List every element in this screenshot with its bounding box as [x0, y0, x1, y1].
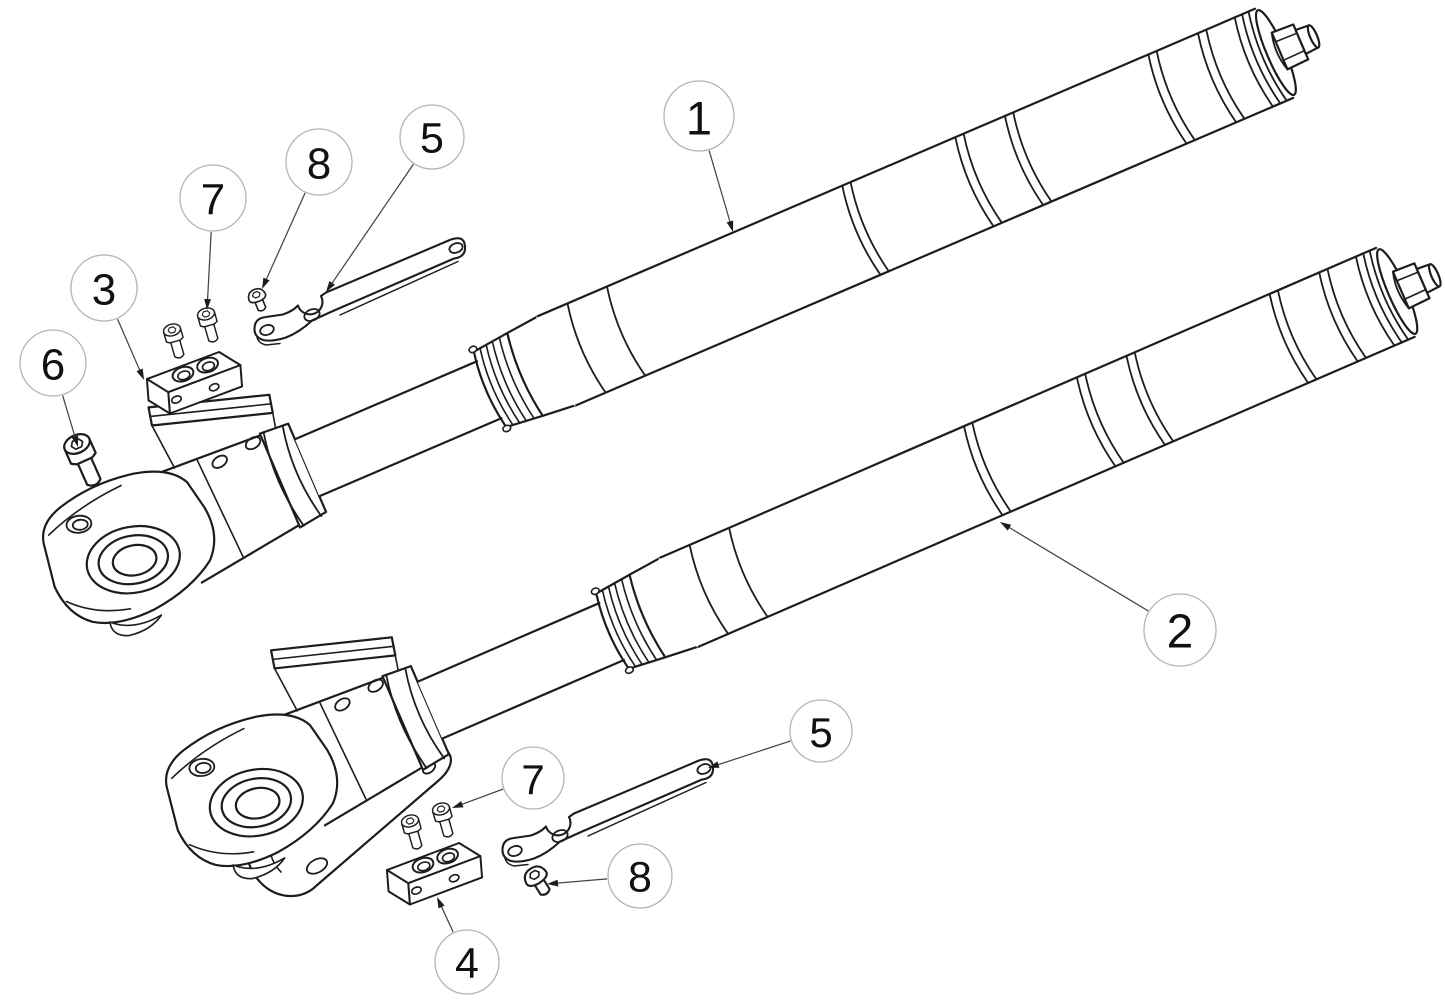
leader-line	[438, 902, 454, 933]
leader-arrowhead	[262, 277, 270, 289]
leader-arrowhead	[71, 435, 79, 447]
leader-line	[116, 318, 143, 375]
callout-number: 5	[420, 115, 444, 163]
cap-screw-lower-right	[430, 800, 458, 840]
callout-balloon[interactable]	[789, 699, 853, 763]
callout-balloon[interactable]	[663, 80, 735, 152]
leader-line	[1004, 524, 1149, 612]
pinch-bolt-screw	[59, 429, 109, 492]
leader-line	[708, 150, 732, 227]
callout-number: 7	[521, 756, 544, 803]
callout-balloon[interactable]	[179, 164, 247, 232]
callout-number: 8	[628, 854, 652, 902]
callout-balloon[interactable]	[399, 104, 465, 170]
callout-6[interactable]: 6	[19, 329, 87, 447]
callout-number: 6	[41, 340, 65, 389]
leader-arrowhead	[136, 368, 144, 380]
leader-arrowhead	[452, 800, 464, 808]
callout-balloon[interactable]	[501, 746, 565, 810]
callout-7-upper[interactable]: 7	[179, 164, 247, 310]
leader-line	[328, 163, 414, 288]
callout-8-upper[interactable]: 8	[262, 128, 353, 289]
callout-balloon[interactable]	[285, 128, 353, 196]
callout-layer: 1 2 3 4 5 5 6 7 7 8 8	[19, 80, 1217, 995]
callout-balloon[interactable]	[1143, 593, 1217, 667]
callout-2[interactable]: 2	[1000, 522, 1217, 667]
leader-arrowhead	[326, 281, 336, 292]
callout-number: 3	[92, 265, 116, 314]
leader-line	[552, 878, 608, 885]
leader-line	[62, 395, 77, 442]
callout-balloon[interactable]	[434, 929, 500, 995]
callout-number: 1	[686, 91, 712, 144]
callout-3[interactable]: 3	[70, 254, 144, 380]
callout-number: 2	[1167, 605, 1194, 658]
callout-balloon[interactable]	[70, 254, 138, 322]
leader-arrowhead	[708, 761, 720, 768]
callout-5-upper[interactable]: 5	[326, 104, 465, 292]
leader-line	[713, 740, 791, 767]
callout-balloon[interactable]	[607, 843, 673, 909]
cap-screw-lower-left	[399, 812, 427, 852]
leader-arrowhead	[726, 220, 734, 232]
leader-line	[457, 788, 504, 807]
leader-line	[206, 231, 212, 305]
callout-balloon[interactable]	[19, 329, 87, 397]
callout-number: 4	[455, 940, 479, 988]
callout-1[interactable]: 1	[663, 80, 735, 232]
button-screw-lower	[519, 861, 558, 901]
callout-number: 8	[307, 139, 331, 188]
cap-screw-upper-right	[195, 305, 223, 345]
cap-screw-upper-left	[161, 321, 189, 361]
button-screw-upper	[245, 285, 272, 315]
callout-4[interactable]: 4	[434, 897, 500, 995]
leader-arrowhead	[437, 897, 445, 909]
callout-8-lower[interactable]: 8	[547, 843, 673, 909]
clamp-block-lower	[385, 842, 484, 906]
callout-5-lower[interactable]: 5	[708, 699, 853, 768]
leader-line	[263, 192, 306, 284]
leader-arrowhead	[1000, 522, 1012, 531]
callout-number: 5	[809, 709, 832, 756]
callout-7-lower[interactable]: 7	[452, 746, 565, 810]
callout-number: 7	[201, 175, 225, 224]
leader-arrowhead	[204, 298, 211, 310]
guide-bracket-upper	[253, 237, 467, 347]
leader-arrowhead	[547, 879, 559, 887]
